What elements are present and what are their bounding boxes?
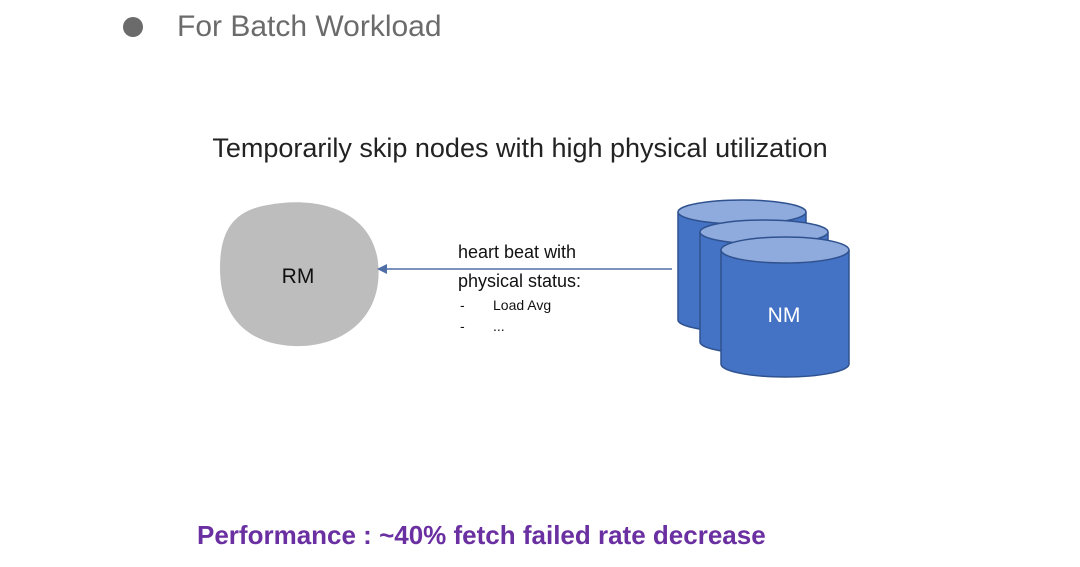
slide-subtitle: Temporarily skip nodes with high physica… (212, 133, 828, 163)
rm-label: RM (282, 265, 315, 288)
list-item: ... (493, 318, 505, 334)
slide-heading: For Batch Workload (177, 10, 442, 43)
nm-label: NM (768, 304, 801, 327)
list-dash: - (460, 297, 465, 313)
arrow-label-line1: heart beat with (458, 242, 576, 262)
rm-node-shape (220, 202, 379, 347)
nm-cylinder-front (720, 236, 850, 378)
list-dash: - (460, 318, 465, 334)
list-item: Load Avg (493, 297, 551, 313)
bullet-dot (123, 17, 143, 37)
heartbeat-arrowhead (377, 264, 387, 274)
arrow-label-line2: physical status: (458, 271, 581, 291)
performance-note: Performance : ~40% fetch failed rate dec… (197, 520, 766, 550)
